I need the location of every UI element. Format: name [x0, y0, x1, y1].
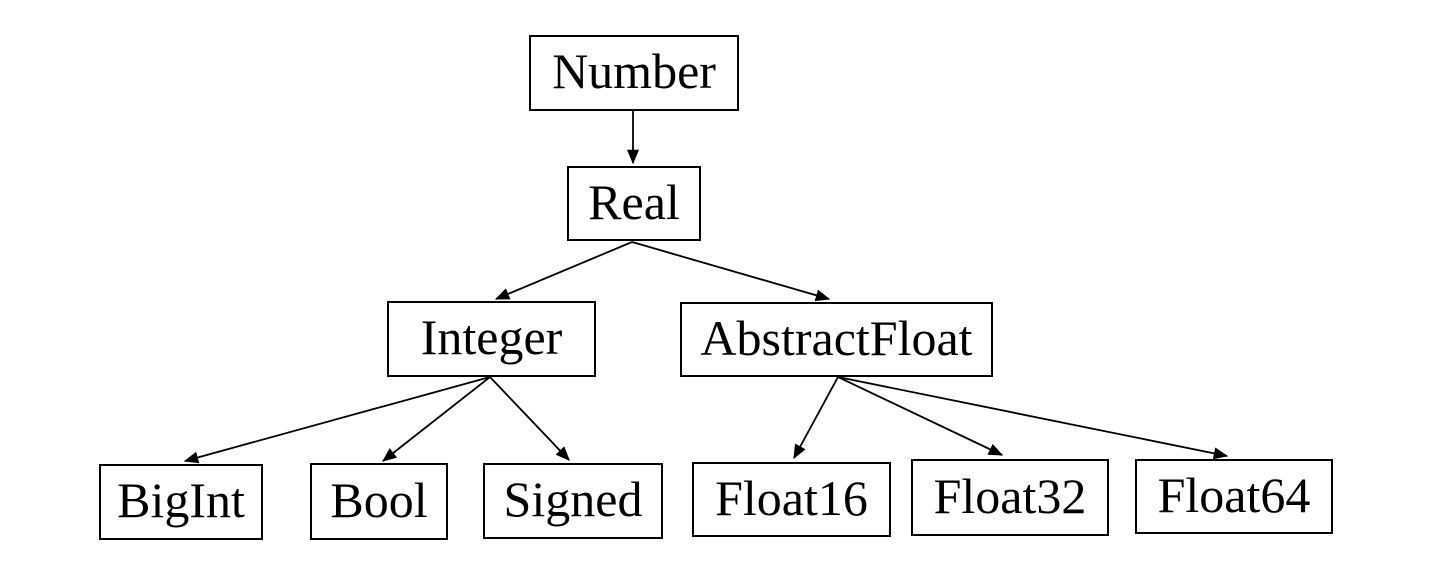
node-integer: Integer	[387, 301, 596, 377]
node-number: Number	[529, 35, 739, 111]
edge-integer-signed-arrow	[489, 376, 570, 461]
node-float64: Float64	[1135, 459, 1333, 534]
node-real: Real	[567, 166, 701, 241]
node-bigint: BigInt	[99, 464, 263, 540]
node-signed: Signed	[483, 463, 663, 539]
edge-integer-bool-arrow	[382, 376, 491, 462]
node-float32: Float32	[911, 459, 1109, 536]
edge-abstractfloat-float64-arrow	[837, 376, 1229, 460]
edge-abstractfloat-float16-arrow	[793, 376, 839, 460]
node-abstractfloat: AbstractFloat	[680, 302, 993, 377]
node-float16: Float16	[692, 462, 891, 537]
edge-abstractfloat-float32-arrow	[837, 376, 1004, 456]
edge-real-abstractfloat-arrow	[631, 241, 831, 302]
node-bool: Bool	[310, 463, 448, 540]
edge-integer-bigint-arrow	[183, 376, 491, 464]
edge-real-integer-arrow	[494, 241, 633, 300]
